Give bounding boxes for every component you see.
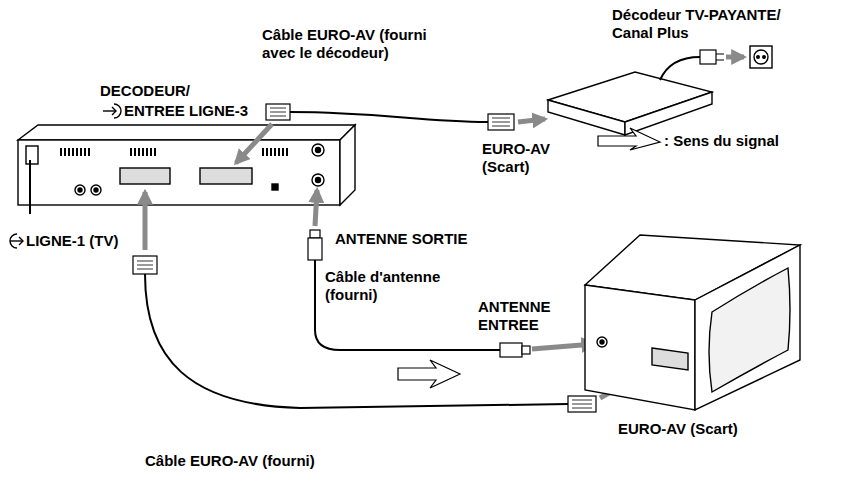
- scart-plug: [568, 396, 596, 412]
- power-cord: [29, 160, 31, 214]
- scart-plug: [133, 256, 157, 274]
- signal-arrow: [398, 360, 460, 388]
- cable-label: Câble d'antenne (fourni): [325, 268, 445, 304]
- socket-label: DECODEUR/: [100, 82, 190, 100]
- output-icon: [10, 234, 23, 248]
- power-cord: [660, 57, 700, 80]
- connect-arrow: [726, 55, 744, 60]
- input-icon: [103, 104, 121, 118]
- cable-label: Câble EURO-AV (fourni avec le décodeur): [262, 26, 431, 62]
- socket-label: ANTENNE ENTREE: [478, 298, 555, 334]
- connect-arrow: [315, 190, 317, 226]
- coax-plug: [308, 230, 322, 260]
- antenna-cable: [315, 260, 500, 350]
- socket-label: ENTREE LIGNE-3: [124, 102, 248, 120]
- cable-label: Câble EURO-AV (fourni): [145, 452, 315, 470]
- connect-arrow: [236, 124, 272, 163]
- socket-label: ANTENNE SORTIE: [335, 230, 468, 248]
- connect-arrow: [143, 192, 148, 250]
- plug-label: EURO-AV (Scart): [618, 420, 738, 438]
- device-title: Décodeur TV-PAYANTE/ Canal Plus: [612, 6, 785, 42]
- scart-plug: [488, 114, 514, 130]
- signal-arrow-sample: [598, 128, 660, 150]
- mains-plug: [700, 50, 724, 64]
- vcr: [18, 125, 355, 205]
- tv-set: [585, 235, 800, 410]
- legend-text: : Sens du signal: [664, 132, 779, 150]
- wall-outlet: [750, 46, 772, 68]
- socket-label: LIGNE-1 (TV): [26, 232, 119, 250]
- coax-plug: [500, 343, 530, 357]
- scart-plug: [266, 104, 290, 120]
- connect-arrow: [518, 119, 545, 122]
- decoder-box: [548, 72, 712, 135]
- decoder-cable: [290, 112, 488, 122]
- plug-label: EURO-AV (Scart): [482, 140, 555, 176]
